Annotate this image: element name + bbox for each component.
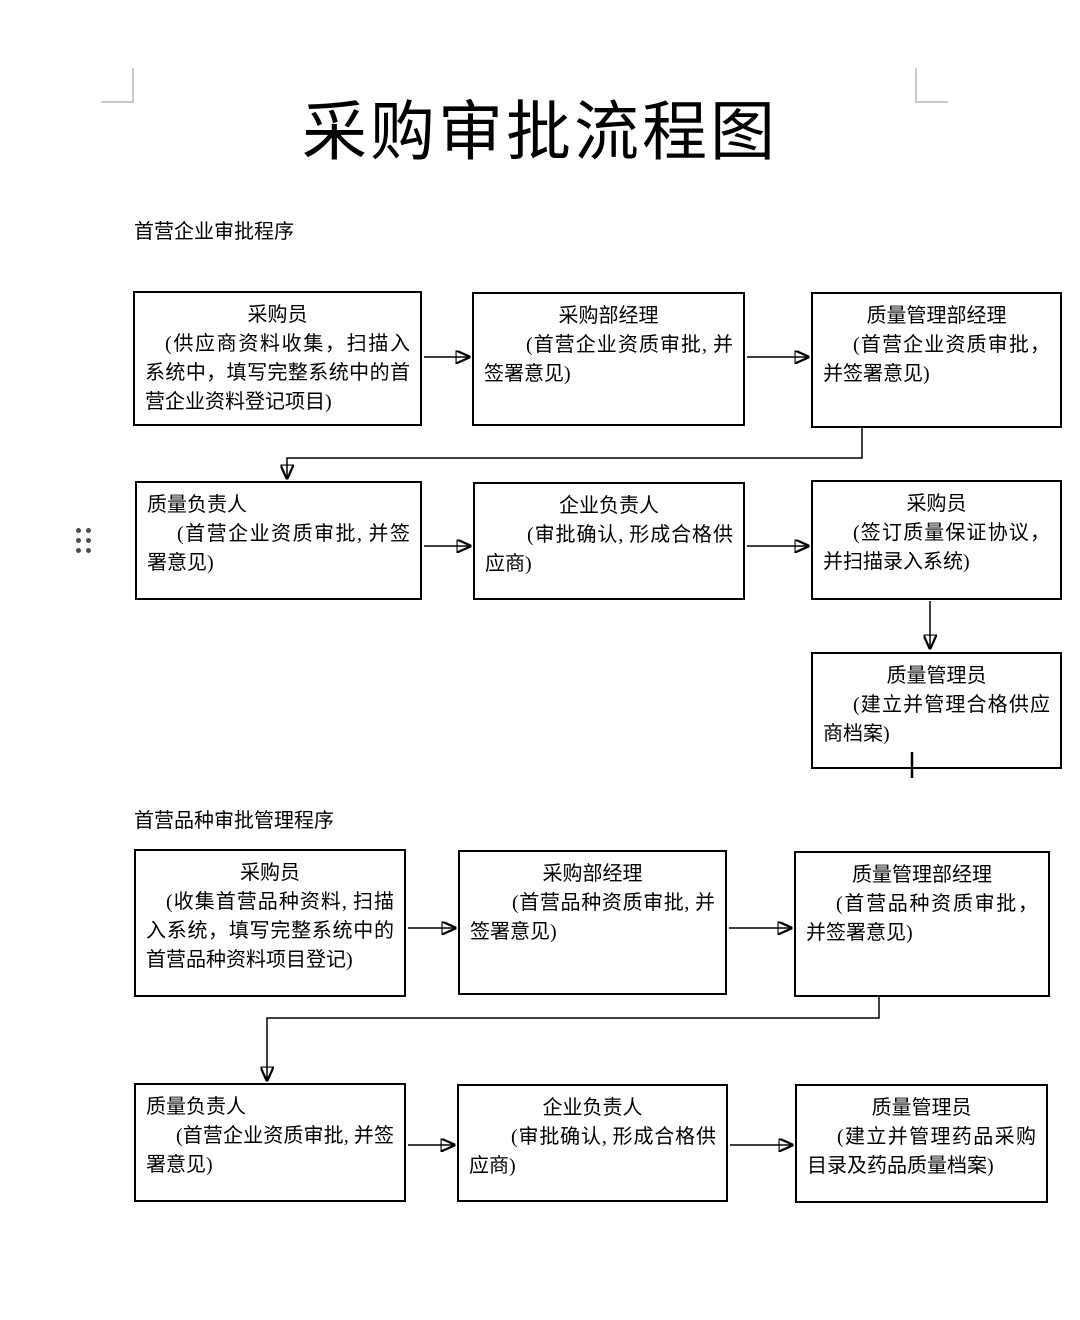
flow-box-title: 采购部经理 <box>542 863 643 885</box>
drag-handle-dot <box>76 538 81 543</box>
flow-box-body: (建立并管理药品采购目录及药品质量档案) <box>807 1126 1036 1177</box>
flow-box-title: 质量负责人 <box>147 494 247 516</box>
drag-handle-dot <box>86 538 91 543</box>
flow-box-quality-dept-manager-2: 质量管理部经理 (首营品种资质审批，并签署意见) <box>794 851 1050 997</box>
drag-handle-dot <box>76 528 81 533</box>
flow-box-body: (签订质量保证协议，并扫描录入系统) <box>823 522 1050 573</box>
flow-box-title: 企业负责人 <box>559 495 659 517</box>
flow-box-purchasing-manager-1: 采购部经理 (首营企业资质审批, 并签署意见) <box>472 292 745 426</box>
margin-corner-mark-top-right <box>915 68 948 103</box>
flow-box-body: (首营品种资质审批, 并签署意见) <box>470 892 715 943</box>
arrow-s2-quality-manager-to-quality-principal <box>267 997 880 1080</box>
flow-box-body: (首营企业资质审批, 并签署意见) <box>147 523 410 574</box>
flow-box-title: 采购员 <box>906 493 967 515</box>
flow-box-enterprise-principal-1: 企业负责人 (审批确认, 形成合格供应商) <box>473 482 745 600</box>
flow-box-body: (审批确认, 形成合格供应商) <box>469 1126 716 1177</box>
flow-box-title: 采购员 <box>240 862 300 884</box>
flow-box-body: (收集首营品种资料, 扫描入系统，填写完整系统中的首营品种资料项目登记) <box>146 891 394 971</box>
section-label-enterprise: 首营企业审批程序 <box>134 221 294 243</box>
flow-box-title: 质量管理部经理 <box>866 305 1007 327</box>
page-title: 采购审批流程图 <box>301 97 778 169</box>
flow-box-purchasing-manager-2: 采购部经理 (首营品种资质审批, 并签署意见) <box>458 850 727 995</box>
flow-box-title: 采购员 <box>247 304 308 326</box>
flow-box-purchaser-2: 采购员 (签订质量保证协议，并扫描录入系统) <box>811 480 1062 600</box>
flow-box-title: 企业负责人 <box>542 1097 643 1119</box>
margin-corner-mark-top-left <box>101 68 134 103</box>
arrow-s1-quality-manager-to-quality-principal <box>287 428 863 478</box>
flow-box-quality-dept-manager-1: 质量管理部经理 (首营企业资质审批，并签署意见) <box>811 292 1062 428</box>
flow-box-title: 质量管理部经理 <box>852 864 992 886</box>
drag-handle-dot <box>86 548 91 553</box>
flow-box-quality-administrator-2: 质量管理员 (建立并管理药品采购目录及药品质量档案) <box>795 1084 1048 1203</box>
flow-box-quality-principal-1: 质量负责人 (首营企业资质审批, 并签署意见) <box>135 481 422 600</box>
flow-box-title: 采购部经理 <box>558 305 659 327</box>
flow-box-body: (审批确认, 形成合格供应商) <box>485 524 733 575</box>
drag-handle-dot <box>86 528 91 533</box>
flow-box-title: 质量管理员 <box>871 1097 972 1119</box>
flow-box-body: (首营企业资质审批，并签署意见) <box>823 334 1050 385</box>
flow-box-body: (首营企业资质审批, 并签署意见) <box>146 1125 394 1176</box>
flow-box-body: (首营企业资质审批, 并签署意见) <box>484 334 733 385</box>
flow-box-enterprise-principal-2: 企业负责人 (审批确认, 形成合格供应商) <box>457 1084 728 1202</box>
flow-box-purchaser-3: 采购员 (收集首营品种资料, 扫描入系统，填写完整系统中的首营品种资料项目登记) <box>134 849 406 997</box>
flow-box-purchaser-1: 采购员 (供应商资料收集，扫描入系统中，填写完整系统中的首营企业资料登记项目) <box>133 291 422 426</box>
section-label-variety: 首营品种审批管理程序 <box>134 810 334 832</box>
flow-box-title: 质量负责人 <box>146 1096 246 1118</box>
flow-box-body: (建立并管理合格供应商档案) <box>823 694 1050 745</box>
flow-box-quality-principal-2: 质量负责人 (首营企业资质审批, 并签署意见) <box>134 1083 406 1202</box>
flow-box-body: (供应商资料收集，扫描入系统中，填写完整系统中的首营企业资料登记项目) <box>145 333 410 413</box>
flow-box-quality-administrator-1: 质量管理员 (建立并管理合格供应商档案) <box>811 652 1062 769</box>
flow-box-title: 质量管理员 <box>886 665 987 687</box>
flow-box-body: (首营品种资质审批，并签署意见) <box>806 893 1038 944</box>
drag-handle-dot <box>76 548 81 553</box>
drag-handle-icon[interactable] <box>76 528 91 553</box>
